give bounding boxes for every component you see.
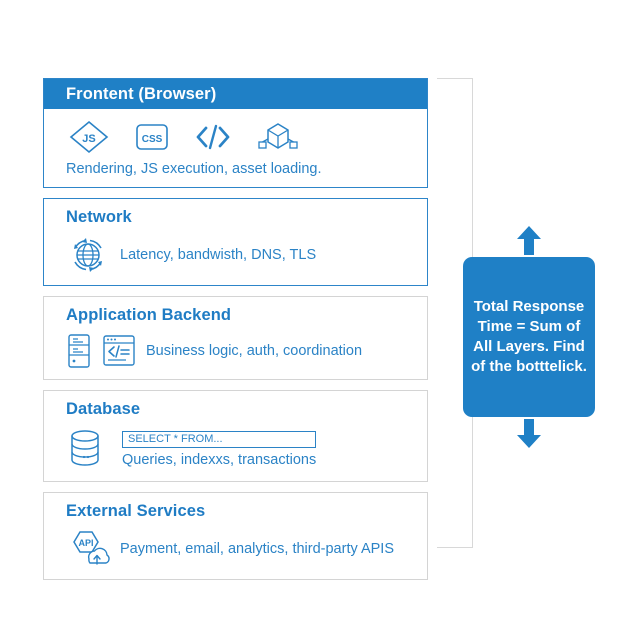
- layer-title: Frontent (Browser): [66, 84, 217, 103]
- svg-text:JS: JS: [82, 133, 95, 145]
- layer-body-frontend: JS CSS: [44, 109, 427, 187]
- callout-text: Total Response Time = Sum of All Layers.…: [471, 298, 587, 375]
- layer-body-application-backend: Business logic, auth, coordination: [44, 325, 427, 379]
- code-brackets-icon: [195, 121, 231, 153]
- arrow-up-icon: [514, 225, 544, 255]
- layer-body-database: SELECT * FROM... Queries, indexxs, trans…: [44, 419, 427, 481]
- code-window-icon: [102, 333, 136, 369]
- svg-text:API: API: [78, 538, 93, 548]
- total-response-time-callout[interactable]: Total Response Time = Sum of All Layers.…: [463, 257, 595, 417]
- database-cylinder-icon: [66, 427, 104, 471]
- layer-stack: Frontent (Browser) JS CSS: [43, 78, 428, 590]
- network-icon-row: Latency, bandwisth, DNS, TLS: [66, 233, 411, 275]
- svg-text:CSS: CSS: [142, 134, 163, 145]
- layer-title: Database: [66, 400, 141, 418]
- cube-node-icon: [257, 120, 299, 154]
- layer-card-frontend[interactable]: Frontent (Browser) JS CSS: [43, 78, 428, 188]
- layer-title: Network: [66, 208, 132, 226]
- arrow-down-icon: [514, 419, 544, 449]
- layer-card-external-services[interactable]: External Services API Payment, email, an…: [43, 492, 428, 580]
- layer-header-frontend: Frontent (Browser): [44, 79, 427, 109]
- css-box-icon: CSS: [135, 121, 169, 153]
- globe-sync-icon: [66, 235, 110, 275]
- layer-title: Application Backend: [66, 306, 232, 324]
- layer-description: Rendering, JS execution, asset loading.: [66, 161, 322, 177]
- callout-group: Total Response Time = Sum of All Layers.…: [463, 225, 595, 450]
- layer-description: Latency, bandwisth, DNS, TLS: [120, 247, 317, 263]
- frontend-icon-row: JS CSS: [66, 115, 411, 156]
- database-text-column: SELECT * FROM... Queries, indexxs, trans…: [114, 430, 317, 468]
- layer-card-database[interactable]: Database SELECT * FROM.: [43, 390, 428, 482]
- sql-query-chip: SELECT * FROM...: [122, 430, 317, 448]
- layer-description: Business logic, auth, coordination: [146, 343, 363, 359]
- layer-title: External Services: [66, 502, 206, 520]
- layer-card-network[interactable]: Network: [43, 198, 428, 286]
- layer-body-external-services: API Payment, email, analytics, third-par…: [44, 521, 427, 579]
- api-hexagon-cloud-icon: API: [66, 529, 110, 569]
- layer-card-application-backend[interactable]: Application Backend: [43, 296, 428, 380]
- server-rack-icon: [66, 333, 92, 369]
- js-diamond-icon: JS: [69, 120, 109, 154]
- layer-body-network: Latency, bandwisth, DNS, TLS: [44, 227, 427, 285]
- external-icon-row: API Payment, email, analytics, third-par…: [66, 527, 411, 569]
- layer-description: Payment, email, analytics, third-party A…: [120, 541, 394, 557]
- backend-icon-row: Business logic, auth, coordination: [66, 331, 411, 369]
- layer-description: Queries, indexxs, transactions: [122, 451, 317, 468]
- database-icon-row: SELECT * FROM... Queries, indexxs, trans…: [66, 425, 411, 471]
